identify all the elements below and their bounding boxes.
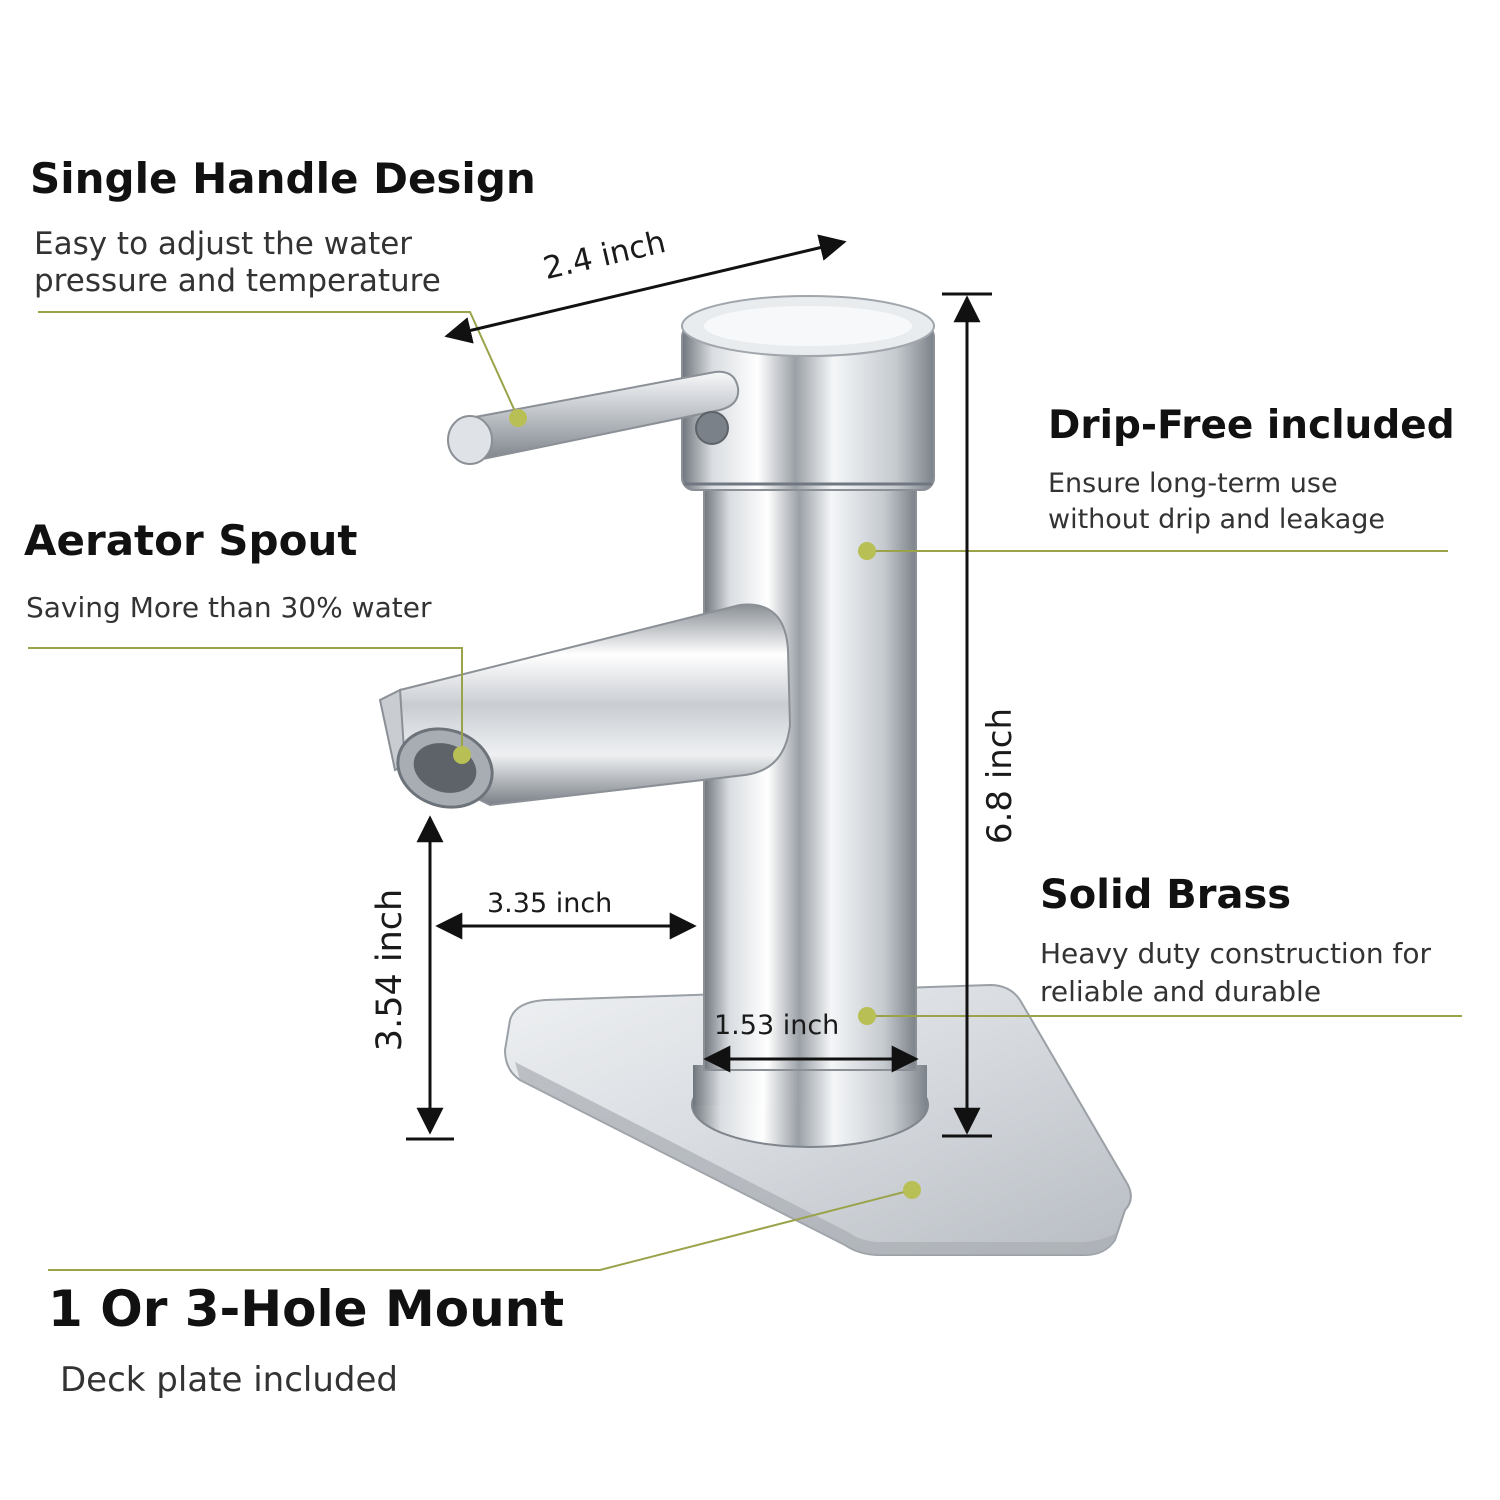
callout-line-mount — [48, 1189, 913, 1271]
feature-desc-mount: Deck plate included — [60, 1360, 398, 1400]
dim-line-handle — [444, 234, 847, 344]
dim-label-reach: 3.35 inch — [487, 888, 613, 919]
callout-line-handle — [38, 311, 519, 419]
feature-desc-drip-1: Ensure long-term use — [1048, 468, 1338, 499]
callout-dot-drip — [858, 542, 876, 560]
dim-label-base: 1.53 inch — [714, 1010, 840, 1041]
feature-title-handle: Single Handle Design — [30, 154, 536, 203]
callout-dot-mount — [903, 1181, 921, 1199]
handle-lever — [447, 370, 740, 465]
dim-label-height: 6.8 inch — [980, 707, 1020, 845]
feature-desc-aerator: Saving More than 30% water — [26, 591, 432, 624]
feature-desc-brass-2: reliable and durable — [1040, 975, 1322, 1008]
feature-desc-handle-2: pressure and temperature — [34, 263, 441, 299]
callout-dot-brass — [858, 1007, 876, 1025]
callout-dots — [453, 409, 921, 1199]
callout-line-aerator — [28, 647, 463, 752]
dimension-lines — [406, 234, 992, 1141]
feature-desc-brass-1: Heavy duty construction for — [1040, 937, 1431, 970]
feature-title-drip: Drip-Free included — [1048, 403, 1455, 448]
feature-title-brass: Solid Brass — [1040, 872, 1292, 918]
feature-desc-drip-2: without drip and leakage — [1048, 504, 1386, 535]
dim-label-spout-height: 3.54 inch — [370, 888, 410, 1052]
callout-dot-aerator — [453, 746, 471, 764]
feature-title-mount: 1 Or 3-Hole Mount — [48, 1280, 565, 1338]
callout-dot-handle — [509, 409, 527, 427]
feature-desc-handle-1: Easy to adjust the water — [34, 226, 413, 262]
feature-title-aerator: Aerator Spout — [24, 516, 358, 565]
